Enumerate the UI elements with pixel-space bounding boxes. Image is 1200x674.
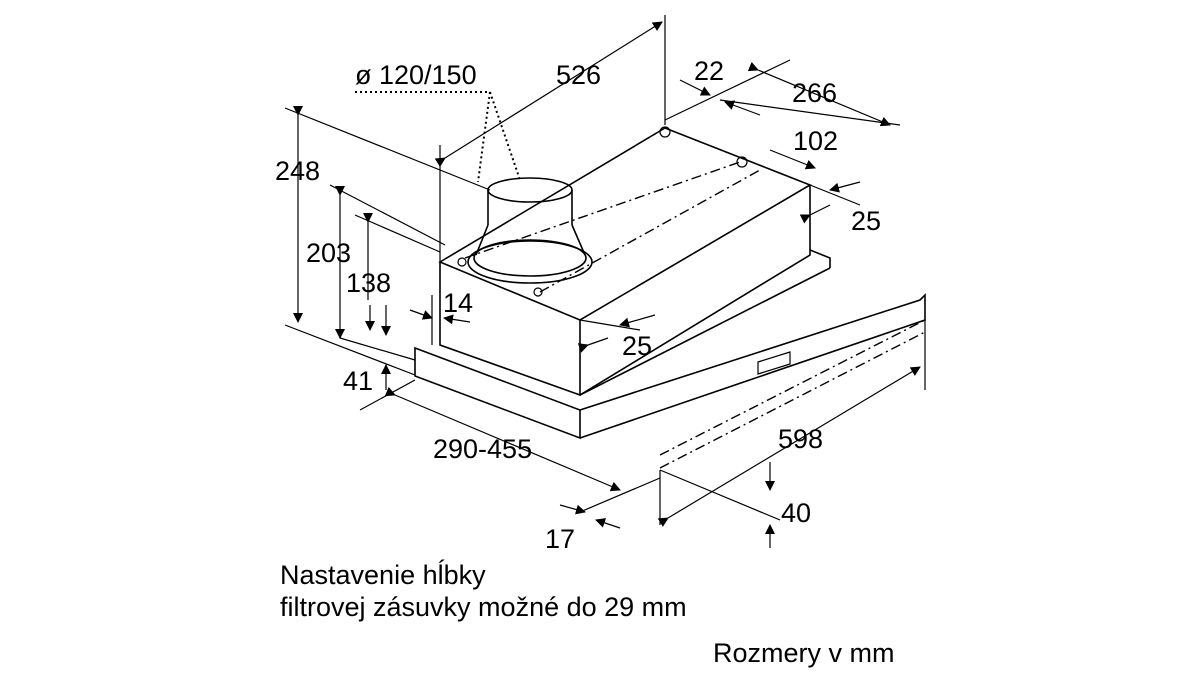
dim-266: 266 (792, 78, 837, 108)
note-depth-adjust-line1: Nastavenie hĺbky (280, 560, 486, 590)
note-depth-adjust-line2: filtrovej zásuvky možné do 29 mm (280, 592, 687, 622)
dim-102: 102 (793, 126, 838, 156)
dim-25-front: 25 (622, 331, 652, 361)
dim-22: 22 (694, 56, 724, 86)
duct-collar (457, 126, 748, 297)
units-note: Rozmery v mm (713, 638, 895, 668)
dim-203: 203 (306, 238, 351, 268)
dim-14: 14 (443, 288, 473, 318)
dim-duct-diameter: ø 120/150 (355, 60, 477, 90)
dim-40: 40 (781, 498, 811, 528)
dim-41: 41 (343, 366, 373, 396)
dim-598: 598 (778, 424, 823, 454)
dim-248: 248 (275, 156, 320, 186)
dim-290-455: 290-455 (433, 434, 532, 464)
dim-526: 526 (556, 60, 601, 90)
dim-17: 17 (545, 524, 575, 554)
dimension-lines (284, 15, 926, 548)
dim-25-right: 25 (851, 206, 881, 236)
dim-138: 138 (346, 268, 391, 298)
